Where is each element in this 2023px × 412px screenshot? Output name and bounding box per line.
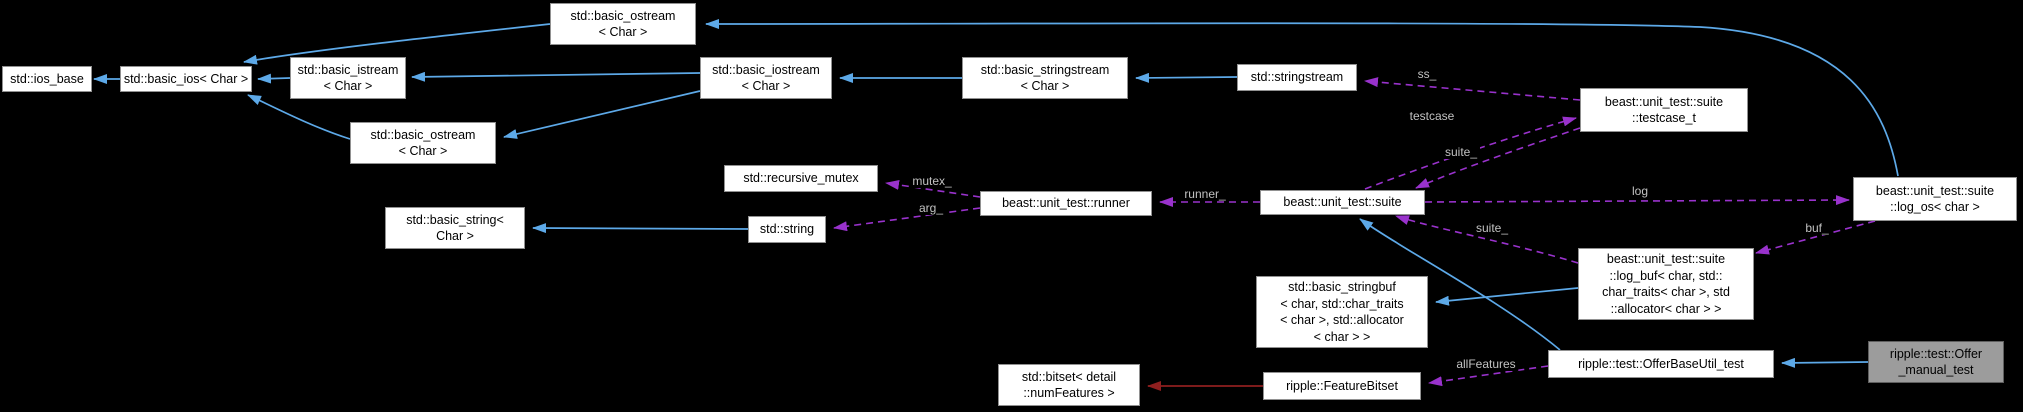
edge-ostreamlow-basicios <box>247 94 351 140</box>
edge-logbuf-stringbuf <box>1435 287 1579 306</box>
edge-label-runner: runner_ <box>1181 187 1229 201</box>
edge-string-basicstring <box>532 223 749 234</box>
edge-label-arg: arg_ <box>915 201 947 215</box>
node-std-stringstream[interactable]: std::stringstream <box>1237 64 1357 91</box>
node-ripple-featurebitset[interactable]: ripple::FeatureBitset <box>1263 372 1421 400</box>
edge-logos-logbuf <box>1755 220 1876 255</box>
edge-logbuf-suite <box>1395 215 1579 264</box>
node-offer-manual-test: ripple::test::Offer _manual_test <box>1868 341 2004 383</box>
node-std-recursive-mutex[interactable]: std::recursive_mutex <box>724 165 878 192</box>
edge-istream-basicios <box>257 73 291 84</box>
edge-label-testcase: testcase <box>1406 109 1458 123</box>
node-suite-log-os[interactable]: beast::unit_test::suite ::log_os< char > <box>1853 177 2017 221</box>
node-offerbaseutil-test[interactable]: ripple::test::OfferBaseUtil_test <box>1548 350 1774 378</box>
edge-offermanual-offerbase <box>1781 357 1869 368</box>
edge-testcaset-suite <box>1415 127 1581 189</box>
node-std-ios-base[interactable]: std::ios_base <box>2 66 92 92</box>
edge-offerbase-suite <box>1359 218 1561 351</box>
edge-label-suite-lower: suite_ <box>1472 221 1512 235</box>
edge-logos-ostreamtop <box>705 18 1899 177</box>
edge-runner-string <box>833 207 981 232</box>
edge-suite-logos <box>1424 195 1850 206</box>
node-std-basic-stringbuf[interactable]: std::basic_stringbuf < char, std::char_t… <box>1256 276 1428 348</box>
node-unit-test-runner[interactable]: beast::unit_test::runner <box>980 191 1152 216</box>
edge-label-log: log <box>1628 184 1652 198</box>
edge-offerbase-featurebitset <box>1428 365 1549 387</box>
edge-ostreamtop-basicios <box>243 23 551 65</box>
edge-stringstream-basicstringstream <box>1135 72 1238 83</box>
edge-label-buf: buf_ <box>1802 221 1832 235</box>
edge-label-suite-upper: suite_ <box>1441 145 1481 159</box>
edge-iostream-ostreamlow <box>503 90 701 139</box>
edge-label-ss: ss_ <box>1414 67 1440 81</box>
node-std-basic-stringstream[interactable]: std::basic_stringstream < Char > <box>962 57 1128 99</box>
node-std-basic-string[interactable]: std::basic_string< Char > <box>385 207 525 249</box>
edge-label-mutex: mutex_ <box>909 174 955 188</box>
node-std-string[interactable]: std::string <box>748 216 826 243</box>
edge-iostream-istream <box>411 71 701 82</box>
node-std-basic-iostream[interactable]: std::basic_iostream < Char > <box>700 57 832 99</box>
node-std-basic-ostream-low[interactable]: std::basic_ostream < Char > <box>350 122 496 164</box>
node-std-basic-istream[interactable]: std::basic_istream < Char > <box>290 57 406 99</box>
node-std-basic-ios[interactable]: std::basic_ios< Char > <box>120 66 252 92</box>
node-std-bitset[interactable]: std::bitset< detail ::numFeatures > <box>998 364 1140 406</box>
node-unit-test-suite[interactable]: beast::unit_test::suite <box>1260 190 1425 215</box>
edge-testcaset-stringstream <box>1364 77 1581 101</box>
edge-runner-mutex <box>885 179 981 198</box>
node-suite-log-buf[interactable]: beast::unit_test::suite ::log_buf< char,… <box>1578 248 1754 320</box>
node-std-basic-ostream-top[interactable]: std::basic_ostream < Char > <box>550 3 696 45</box>
edge-suite-testcaset <box>1364 116 1577 190</box>
edge-label-allfeatures: allFeatures <box>1453 357 1519 371</box>
node-testcase-t[interactable]: beast::unit_test::suite ::testcase_t <box>1580 88 1748 132</box>
